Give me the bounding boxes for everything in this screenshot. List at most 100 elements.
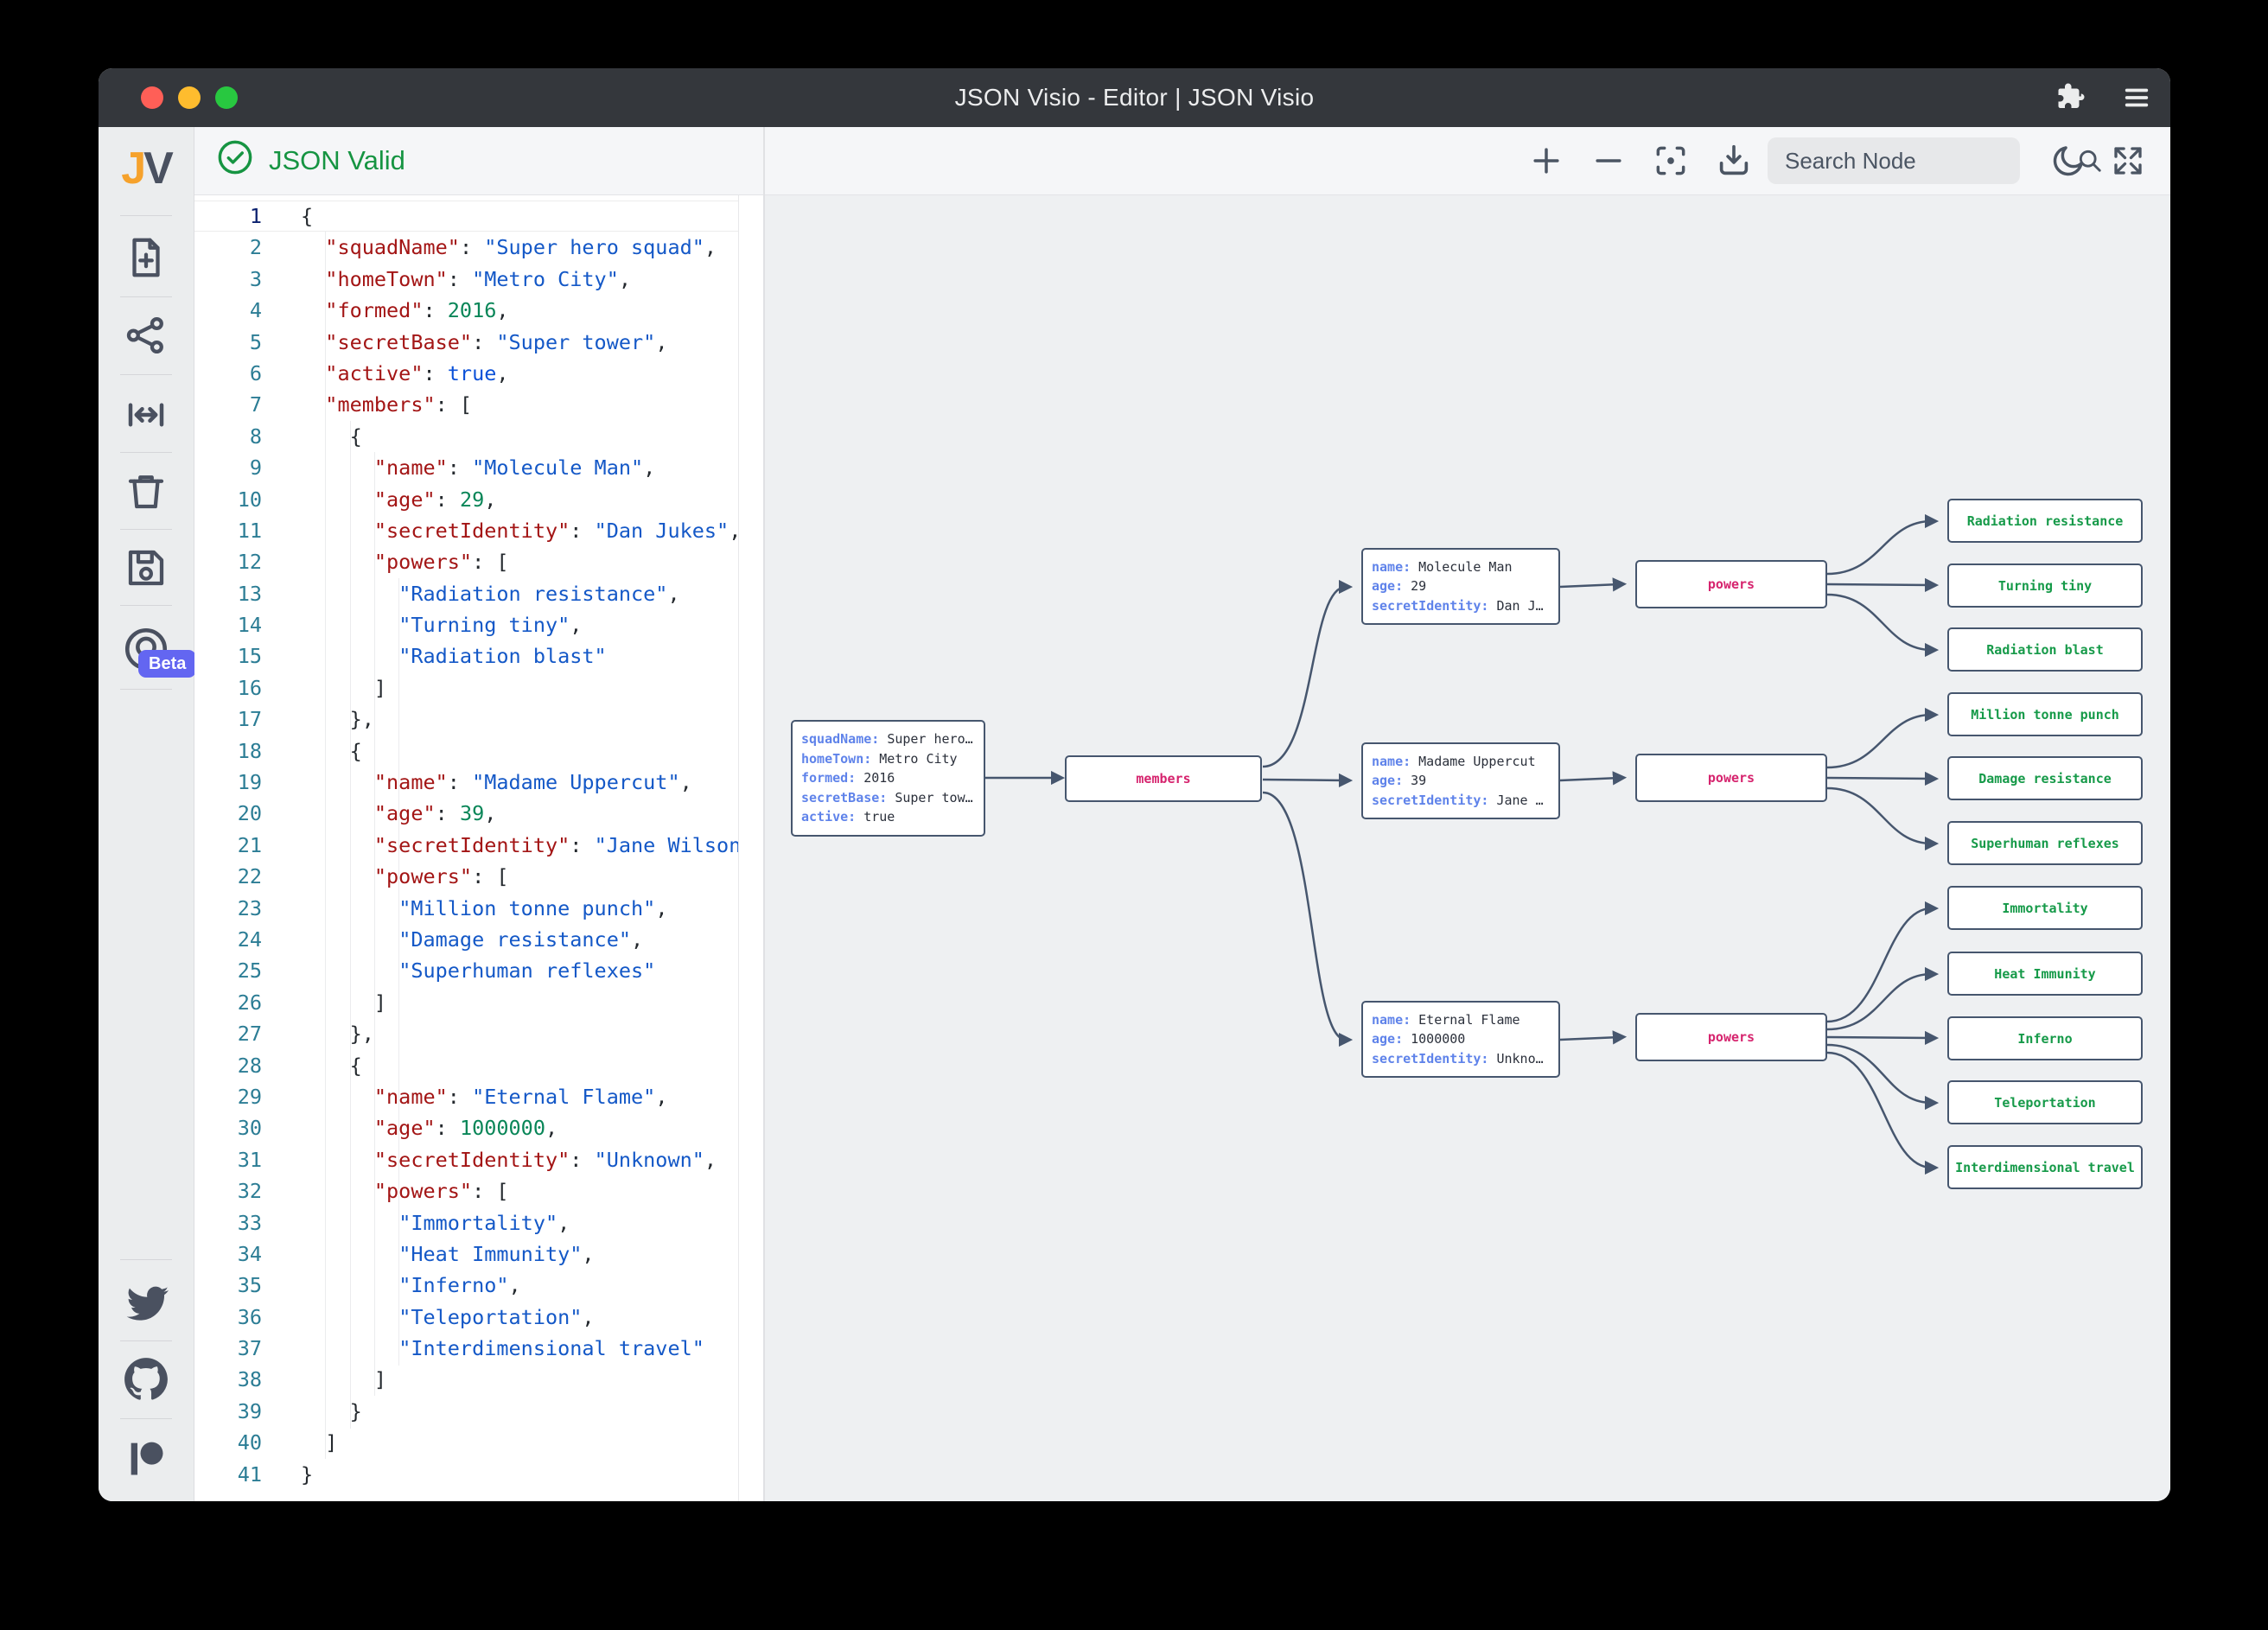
code-line[interactable]: 25 "Superhuman reflexes" <box>194 955 738 986</box>
code-line[interactable]: 3 "homeTown": "Metro City", <box>194 264 738 295</box>
code-line[interactable]: 11 "secretIdentity": "Dan Jukes", <box>194 515 738 546</box>
power-leaf-node[interactable]: Interdimensional travel <box>1947 1145 2143 1189</box>
api-beta-button[interactable]: Beta <box>99 624 194 678</box>
moon-icon <box>2049 142 2087 180</box>
search-node-input[interactable] <box>1768 148 2074 175</box>
code-line[interactable]: 9 "name": "Molecule Man", <box>194 452 738 483</box>
code-line[interactable]: 23 "Million tonne punch", <box>194 893 738 924</box>
fit-width-icon <box>123 392 169 443</box>
member-node-molecule-man[interactable]: name:Molecule Manage:29secretIdentity:Da… <box>1361 548 1560 625</box>
code-line[interactable]: 22 "powers": [ <box>194 861 738 892</box>
code-line[interactable]: 41} <box>194 1459 738 1490</box>
github-link[interactable] <box>99 1357 194 1406</box>
code-line[interactable]: 13 "Radiation resistance", <box>194 578 738 609</box>
json-code-editor[interactable]: 1{2 "squadName": "Super hero squad",3 "h… <box>194 195 739 1501</box>
code-line[interactable]: 15 "Radiation blast" <box>194 640 738 672</box>
extensions-puzzle-icon[interactable] <box>2055 82 2086 113</box>
new-file-icon <box>123 234 169 285</box>
code-line[interactable]: 12 "powers": [ <box>194 546 738 577</box>
code-line[interactable]: 6 "active": true, <box>194 358 738 389</box>
code-line[interactable]: 33 "Immortality", <box>194 1207 738 1238</box>
line-number: 8 <box>194 421 262 452</box>
code-line[interactable]: 19 "name": "Madame Uppercut", <box>194 767 738 798</box>
center-view-button[interactable] <box>1652 127 1690 194</box>
clear-json-button[interactable] <box>99 468 194 519</box>
powers-array-node-2[interactable]: powers <box>1635 754 1827 802</box>
code-line[interactable]: 24 "Damage resistance", <box>194 924 738 955</box>
code-line[interactable]: 34 "Heat Immunity", <box>194 1238 738 1270</box>
code-line[interactable]: 29 "name": "Eternal Flame", <box>194 1081 738 1112</box>
fit-width-button[interactable] <box>99 392 194 443</box>
node-row: active:true <box>801 807 975 827</box>
line-number: 32 <box>194 1175 262 1207</box>
code-line[interactable]: 40 ] <box>194 1427 738 1458</box>
code-line[interactable]: 10 "age": 29, <box>194 484 738 515</box>
code-line[interactable]: 8 { <box>194 421 738 452</box>
code-line[interactable]: 26 ] <box>194 987 738 1018</box>
node-row: name:Madame Uppercut <box>1372 752 1550 772</box>
power-leaf-node[interactable]: Inferno <box>1947 1016 2143 1060</box>
code-line[interactable]: 14 "Turning tiny", <box>194 609 738 640</box>
zoom-in-button[interactable] <box>1527 127 1565 194</box>
share-graph-button[interactable] <box>99 312 194 363</box>
line-number: 40 <box>194 1427 262 1458</box>
power-leaf-node[interactable]: Teleportation <box>1947 1080 2143 1124</box>
beta-badge: Beta <box>138 650 196 678</box>
power-leaf-node[interactable]: Superhuman reflexes <box>1947 821 2143 865</box>
code-line[interactable]: 20 "age": 39, <box>194 798 738 829</box>
patreon-link[interactable] <box>99 1436 194 1485</box>
powers-array-node-3[interactable]: powers <box>1635 1013 1827 1061</box>
line-number: 15 <box>194 640 262 672</box>
app-logo[interactable]: JV <box>99 143 194 194</box>
code-line[interactable]: 30 "age": 1000000, <box>194 1112 738 1143</box>
member-node-madame-uppercut[interactable]: name:Madame Uppercutage:39secretIdentity… <box>1361 742 1560 819</box>
line-number: 12 <box>194 546 262 577</box>
powers-array-node-1[interactable]: powers <box>1635 560 1827 608</box>
download-image-button[interactable] <box>1714 127 1754 194</box>
code-line[interactable]: 28 { <box>194 1050 738 1081</box>
power-leaf-node[interactable]: Million tonne punch <box>1947 692 2143 736</box>
line-number: 21 <box>194 830 262 861</box>
node-row: secretIdentity:Unkno… <box>1372 1049 1550 1069</box>
power-leaf-node[interactable]: Radiation resistance <box>1947 499 2143 543</box>
code-line[interactable]: 31 "secretIdentity": "Unknown", <box>194 1144 738 1175</box>
code-line[interactable]: 37 "Interdimensional travel" <box>194 1333 738 1364</box>
browser-menu-icon[interactable] <box>2122 83 2151 112</box>
import-file-button[interactable] <box>99 234 194 285</box>
code-line[interactable]: 38 ] <box>194 1364 738 1395</box>
member-node-eternal-flame[interactable]: name:Eternal Flameage:1000000secretIdent… <box>1361 1001 1560 1078</box>
power-leaf-node[interactable]: Turning tiny <box>1947 563 2143 608</box>
code-line[interactable]: 36 "Teleportation", <box>194 1302 738 1333</box>
code-line[interactable]: 17 }, <box>194 704 738 735</box>
power-leaf-node[interactable]: Damage resistance <box>1947 756 2143 800</box>
indent-guide <box>374 452 375 1396</box>
graph-canvas[interactable]: squadName:Super hero…homeTown:Metro City… <box>765 195 2170 1501</box>
power-leaf-node[interactable]: Immortality <box>1947 886 2143 930</box>
code-line[interactable]: 35 "Inferno", <box>194 1270 738 1301</box>
line-number: 17 <box>194 704 262 735</box>
members-array-node[interactable]: members <box>1065 755 1262 802</box>
code-line[interactable]: 21 "secretIdentity": "Jane Wilson", <box>194 830 738 861</box>
save-json-button[interactable] <box>99 544 194 595</box>
zoom-out-button[interactable] <box>1590 127 1628 194</box>
line-number: 2 <box>194 232 262 263</box>
code-line[interactable]: 4 "formed": 2016, <box>194 295 738 326</box>
code-line[interactable]: 7 "members": [ <box>194 389 738 420</box>
line-number: 30 <box>194 1112 262 1143</box>
code-line[interactable]: 16 ] <box>194 672 738 704</box>
code-line[interactable]: 32 "powers": [ <box>194 1175 738 1207</box>
code-line[interactable]: 18 { <box>194 735 738 767</box>
code-line[interactable]: 39 } <box>194 1396 738 1427</box>
power-leaf-node[interactable]: Radiation blast <box>1947 627 2143 672</box>
power-leaf-node[interactable]: Heat Immunity <box>1947 952 2143 996</box>
code-line[interactable]: 1{ <box>194 201 738 232</box>
code-line[interactable]: 27 }, <box>194 1018 738 1049</box>
root-object-node[interactable]: squadName:Super hero…homeTown:Metro City… <box>791 720 985 837</box>
dark-mode-toggle[interactable] <box>2049 127 2087 194</box>
twitter-link[interactable] <box>99 1279 194 1328</box>
divider <box>120 529 172 530</box>
divider <box>120 374 172 375</box>
fullscreen-button[interactable] <box>2110 127 2146 194</box>
code-line[interactable]: 2 "squadName": "Super hero squad", <box>194 232 738 263</box>
code-line[interactable]: 5 "secretBase": "Super tower", <box>194 327 738 358</box>
